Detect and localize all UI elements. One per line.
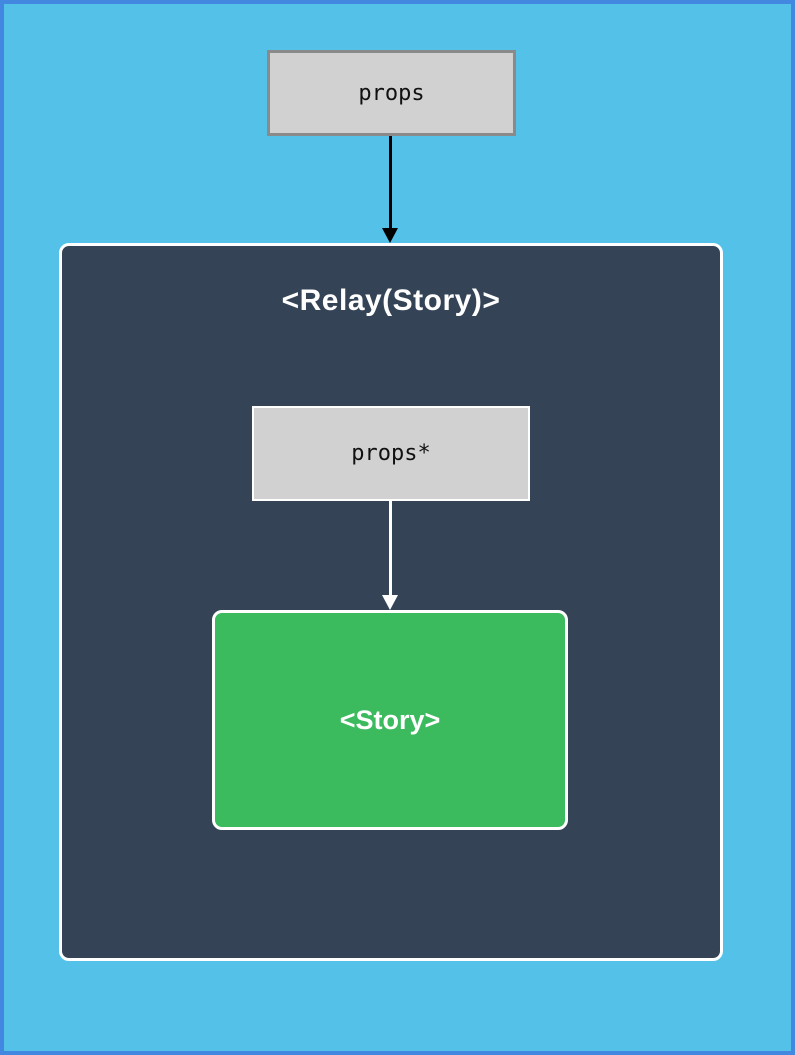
relay-container-title: <Relay(Story)> (281, 284, 501, 317)
diagram-stage: props <Relay(Story)> props* <Story> (4, 4, 791, 1051)
relay-container: <Relay(Story)> props* <Story> (59, 243, 723, 961)
props-node-label: props (358, 80, 425, 106)
story-node: <Story> (212, 610, 568, 830)
props-to-story-arrowhead-icon (382, 595, 398, 610)
story-node-label: <Story> (339, 704, 441, 735)
props-to-story-arrow-line-icon (389, 501, 392, 595)
props-to-relay-arrowhead-icon (382, 228, 398, 243)
props-node: props (267, 50, 516, 136)
props-star-node: props* (252, 406, 530, 501)
props-star-node-label: props* (351, 441, 431, 466)
props-to-relay-arrow-line-icon (389, 136, 392, 228)
